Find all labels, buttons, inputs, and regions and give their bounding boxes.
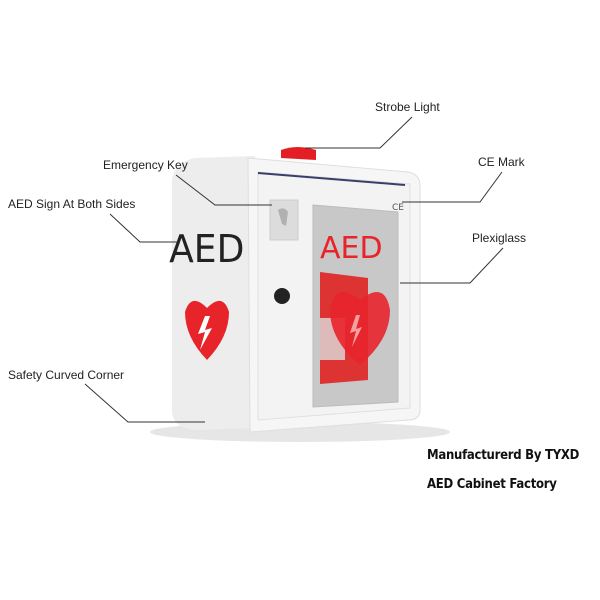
callout-curved-corner: Safety Curved Corner <box>8 368 125 382</box>
callout-plexiglass: Plexiglass <box>472 231 527 245</box>
callout-aed-sign: AED Sign At Both Sides <box>8 197 136 211</box>
manufacturer-line: Manufacturerd By TYXD <box>427 448 580 463</box>
svg-text:CE: CE <box>392 203 404 213</box>
callout-ce-mark: CE Mark <box>478 155 525 169</box>
callout-strobe-light: Strobe Light <box>375 100 440 114</box>
callout-emergency-key: Emergency Key <box>103 158 188 172</box>
side-aed-text: AED <box>169 227 244 271</box>
factory-line: AED Cabinet Factory <box>427 477 557 492</box>
window-aed-text: AED <box>320 231 383 266</box>
